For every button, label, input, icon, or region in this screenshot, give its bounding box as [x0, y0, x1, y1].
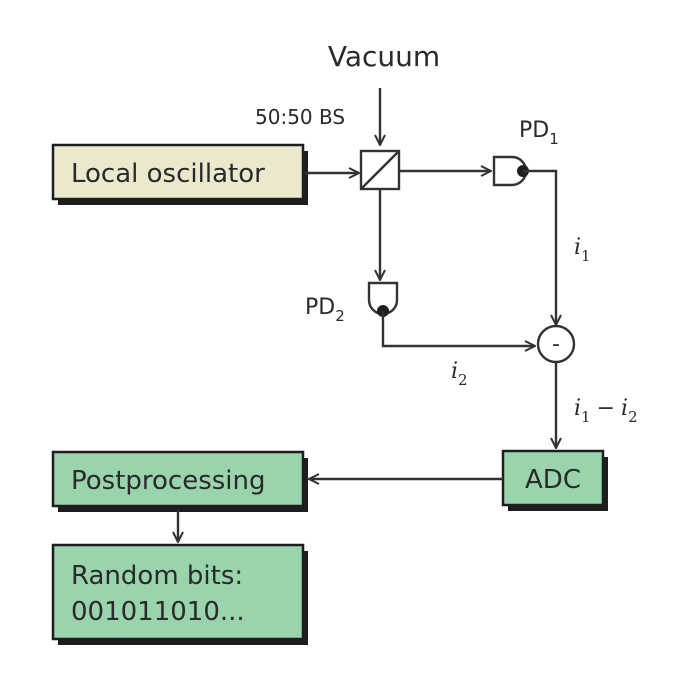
pd2-label: PD2 [305, 295, 345, 325]
local-oscillator-box: Local oscillator [51, 143, 308, 205]
adc-box: ADC [501, 449, 608, 511]
subtractor-node: - [536, 324, 576, 364]
local-oscillator-box-fill [51, 143, 305, 201]
postprocessing-box: Postprocessing [51, 450, 308, 512]
pd1-detector-icon [492, 155, 529, 187]
random-bits-box-fill [51, 543, 305, 641]
adc-label: ADC [525, 465, 581, 495]
adc-box-fill [501, 449, 605, 507]
i2-label: i2 [451, 359, 468, 389]
subtractor-symbol: - [552, 332, 560, 357]
difference-label: i1−i2 [574, 396, 638, 426]
beam-splitter [359, 149, 401, 191]
postprocessing-label: Postprocessing [71, 466, 266, 496]
beam-splitter-label: 50:50 BS [255, 105, 345, 129]
pd2-to-subtractor-wire [381, 311, 535, 346]
random-bits-label: Random bits: [71, 561, 243, 591]
random-bits-value: 001011010... [71, 597, 245, 627]
local-oscillator-label: Local oscillator [71, 159, 265, 189]
pd2-detector-icon [367, 281, 399, 317]
random-bits-box: Random bits: 001011010... [51, 543, 308, 645]
pd1-label: PD1 [519, 118, 559, 148]
pd1-to-subtractor-wire [523, 169, 556, 325]
i1-label: i1 [574, 235, 591, 265]
vacuum-label: Vacuum [328, 40, 440, 73]
postprocessing-box-fill [51, 450, 305, 508]
